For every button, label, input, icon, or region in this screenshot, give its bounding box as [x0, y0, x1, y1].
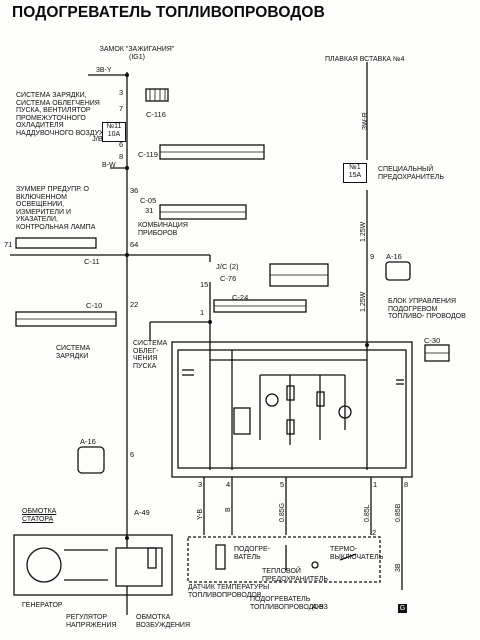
ignition-switch-label: ЗАМОК "ЗАЖИГАНИЯ" (IG1) [99, 46, 175, 61]
pin-1b: 1 [373, 480, 378, 489]
stator-winding-label: ОБМОТКА СТАТОРА [22, 508, 57, 523]
pin-71: 71 [4, 240, 13, 249]
pin-64: 64 [130, 240, 139, 249]
pin-6: 6 [119, 140, 124, 149]
connector-c24: C-24 [232, 293, 249, 302]
heater-label: ПОДОГРЕ- ВАТЕЛЬ [234, 546, 270, 561]
special-fuse-label: СПЕЦИАЛЬНЫЙ ПРЕДОХРАНИТЕЛЬ [378, 166, 444, 181]
pin-1: 1 [200, 308, 205, 317]
pin-3: 3 [119, 88, 124, 97]
charging-system-text: СИСТЕМА ЗАРЯДКИ, СИСТЕМА ОБЛЕГЧЕНИЯ ПУСК… [16, 92, 109, 137]
connector-a49: A-49 [134, 508, 150, 517]
pin-8: 8 [119, 152, 124, 161]
wire-y-b: Y-B [197, 508, 204, 520]
generator-label: ГЕНЕРАТОР [22, 602, 63, 609]
ground-symbol: G [398, 604, 407, 613]
connector-jb: J/B [92, 134, 103, 143]
pin-31: 31 [145, 206, 154, 215]
fuse-link-label: ПЛАВКАЯ ВСТАВКА №4 [325, 56, 405, 63]
pin-5: 5 [280, 480, 285, 489]
pin-6b: 6 [130, 450, 135, 459]
fuse-1-number: №1 [349, 164, 361, 171]
connector-c10: C-10 [86, 301, 103, 310]
fuse-11-amp: 10A [107, 131, 121, 138]
wire-1-25w-b: 1.25W [360, 291, 367, 312]
pin-7: 7 [119, 104, 124, 113]
pin-36: 36 [130, 186, 139, 195]
connector-c11: C-11 [84, 257, 100, 266]
pin-4: 4 [226, 480, 231, 489]
ignition-wire-color: 3B-Y [96, 67, 112, 74]
connector-c116: C-116 [146, 110, 166, 119]
connector-a16-left: A-16 [80, 437, 96, 446]
fuse-11: №11 10A [102, 122, 126, 142]
connector-c76: C-76 [220, 274, 237, 283]
fuse-1: №1 15A [343, 163, 367, 183]
connector-a93: A-93 [312, 602, 328, 611]
page-title: ПОДОГРЕВАТЕЛЬ ТОПЛИВОПРОВОДОВ [12, 4, 325, 21]
excitation-winding-label: ОБМОТКА ВОЗБУЖДЕНИЯ [136, 614, 191, 629]
control-unit-label: БЛОК УПРАВЛЕНИЯ ПОДОГРЕВОМ ТОПЛИВО- ПРОВ… [388, 298, 466, 320]
wire-085b: 0.85B [395, 503, 402, 522]
connector-c30: C-30 [424, 336, 441, 345]
connector-jc: J/C (2) [216, 262, 239, 271]
assist-start-label: СИСТЕМА ОБЛЕГ- ЧЕНИЯ ПУСКА [133, 340, 168, 370]
pin-3b: 3 [198, 480, 203, 489]
wire-3b: 3B [395, 563, 402, 572]
connector-a16-top: A-16 [386, 252, 402, 261]
combination-meter-label: КОМБИНАЦИЯ ПРИБОРОВ [138, 222, 188, 237]
connector-c05: C-05 [140, 196, 157, 205]
wire-b: B [225, 507, 232, 512]
buzzer-text: ЗУММЕР ПРЕДУПР. О ВКЛЮЧЕННОМ ОСВЕЩЕНИИ, … [16, 186, 96, 231]
fuel-line-heater-label: ПОДОГРЕВАТЕЛЬ ТОПЛИВОПРОВОДОВ [250, 596, 324, 611]
pin-9: 9 [370, 252, 375, 261]
wire-085l: 0.85L [364, 504, 371, 522]
thermal-fuse-label: ТЕПЛОВОЙ ПРЕДОХРАНИТЕЛЬ [262, 568, 328, 583]
wire-1-25w-a: 1.25W [360, 221, 367, 242]
pin-15: 15 [200, 280, 209, 289]
charging-short-label: СИСТЕМА ЗАРЯДКИ [56, 345, 91, 360]
fuse-11-number: №11 [106, 123, 122, 130]
temp-sensor-label: ДАТЧИК ТЕМПЕРАТУРЫ ТОПЛИВОПРОВОДОВ [188, 584, 270, 599]
voltage-regulator-label: РЕГУЛЯТОР НАПРЯЖЕНИЯ [66, 614, 117, 629]
pin-22: 22 [130, 300, 139, 309]
thermoswitch-label: ТЕРМО- ВЫКЛЮЧАТЕЛЬ [330, 546, 384, 561]
wire-b-w: B-W [102, 162, 116, 169]
wire-085g: 0.85G [279, 502, 286, 522]
pin-2: 2 [372, 528, 377, 537]
connector-c119: C-119 [138, 150, 158, 159]
pin-8b: 8 [404, 480, 409, 489]
fuse-1-amp: 15A [348, 172, 362, 179]
fuse-link-wire-color: 3W-R [362, 112, 369, 130]
